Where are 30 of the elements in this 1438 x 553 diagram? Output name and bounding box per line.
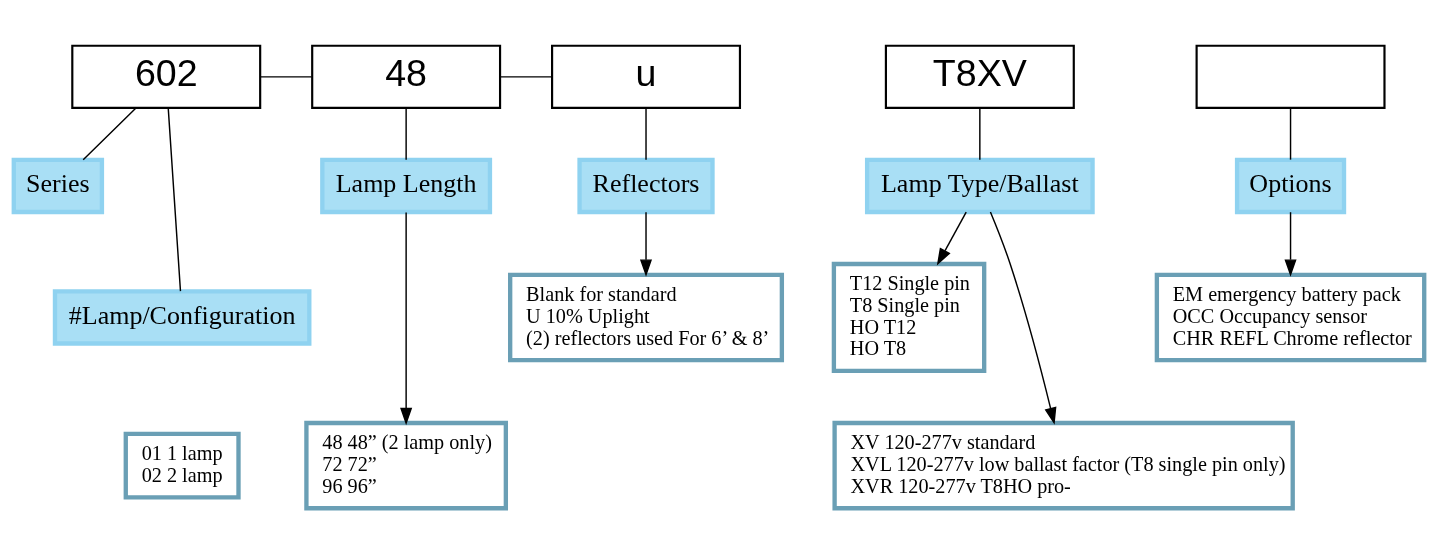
arrow [989, 210, 1057, 425]
node-box: Blank for standard U 10% Uplight (2) reflectors used For 6’ & 8’ [508, 272, 785, 362]
connector [979, 107, 981, 160]
arrow [400, 211, 413, 425]
node-box: T12 Single pin T8 Single pin HO T12 HO T8 [831, 261, 987, 373]
node-box: 01 1 lamp 02 2 lamp [123, 431, 241, 500]
connector [1289, 107, 1292, 160]
node-box: Lamp Length [320, 157, 493, 214]
node-box: Lamp Type/Ballast [864, 157, 1095, 214]
node-box: Series [11, 157, 105, 214]
node-box: XV 120-277v standard XVL 120-277v low ballast factor (T8 single pin only) XVR 120-277v T8HO pro- [832, 420, 1295, 510]
arrow [639, 210, 653, 277]
connector [499, 75, 553, 78]
arrow [1284, 210, 1297, 277]
node-box: T8XV [884, 44, 1075, 109]
node-box [1195, 44, 1386, 109]
node-box: 48 48” (2 lamp only) 72 72” 96 96” [304, 420, 508, 510]
node-box: Options [1234, 157, 1347, 214]
connector [167, 106, 182, 292]
connector [82, 107, 137, 160]
node-box: #Lamp/Configuration [52, 288, 312, 346]
connector [645, 107, 647, 160]
node-box: EM emergency battery pack OCC Occupancy sensor CHR REFL Chrome reflector [1154, 272, 1427, 362]
node-box: 602 [71, 44, 262, 109]
connector [405, 107, 407, 160]
node-box: Reflectors [577, 157, 715, 214]
node-box: u [551, 44, 742, 109]
arrow [936, 210, 967, 266]
node-box: 48 [311, 44, 502, 109]
connector [259, 75, 313, 78]
